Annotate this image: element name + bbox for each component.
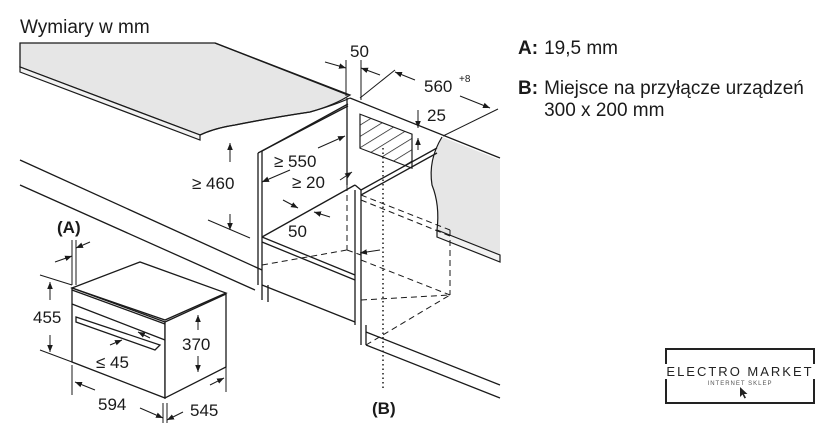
logo-title: ELECTRO MARKET xyxy=(653,364,827,379)
dim-oven-depth: 545 xyxy=(190,401,218,420)
dim-gap-top: 50 xyxy=(350,42,369,61)
legend: A: 19,5 mm B: Miejsce na przyłącze urząd… xyxy=(518,38,804,140)
dim-oven-height: 455 xyxy=(33,308,61,327)
label-a: (A) xyxy=(57,218,81,237)
dim-niche-height: ≥ 460 xyxy=(192,174,234,193)
dim-gap-min: ≥ 20 xyxy=(292,173,325,192)
logo-subtitle: INTERNET SKLEP xyxy=(707,381,773,387)
dim-vent-height: 25 xyxy=(427,106,446,125)
label-b: (B) xyxy=(372,399,396,418)
dim-depth-top: 560 xyxy=(424,77,452,96)
left-worktop xyxy=(19,42,352,141)
cabinet-niche xyxy=(19,98,501,399)
legend-item-a: A: 19,5 mm xyxy=(518,38,804,60)
legend-item-b: B: Miejsce na przyłącze urządzeń 300 x 2… xyxy=(518,78,804,122)
dimension-lines xyxy=(39,60,499,423)
right-worktop xyxy=(349,97,501,263)
logo-frame-top xyxy=(665,348,815,350)
dim-depth-top-tolerance: +8 xyxy=(459,74,471,85)
dim-handle-depth: ≤ 45 xyxy=(96,353,129,372)
legend-value: Miejsce na przyłącze urządzeń 300 x 200 … xyxy=(544,78,804,121)
dimension-labels: 50 560 +8 25 ≥ 550 ≥ 20 50 ≥ 460 (A) (B)… xyxy=(33,42,471,420)
oven xyxy=(70,261,228,400)
dim-shelf-gap: 50 xyxy=(288,222,307,241)
dim-depth-min: ≥ 550 xyxy=(274,152,316,171)
legend-key: B: xyxy=(518,78,539,99)
dim-oven-inner-height: 370 xyxy=(182,335,210,354)
cursor-icon xyxy=(740,387,748,399)
legend-value: 19,5 mm xyxy=(544,38,618,59)
electro-market-logo: ELECTRO MARKET INTERNET SKLEP xyxy=(653,348,827,404)
page-title: Wymiary w mm xyxy=(20,17,150,38)
dim-oven-width: 594 xyxy=(98,395,126,414)
connection-area xyxy=(359,113,413,169)
legend-key: A: xyxy=(518,38,539,59)
logo-frame-bottom xyxy=(665,402,815,404)
hidden-lines xyxy=(261,185,451,346)
